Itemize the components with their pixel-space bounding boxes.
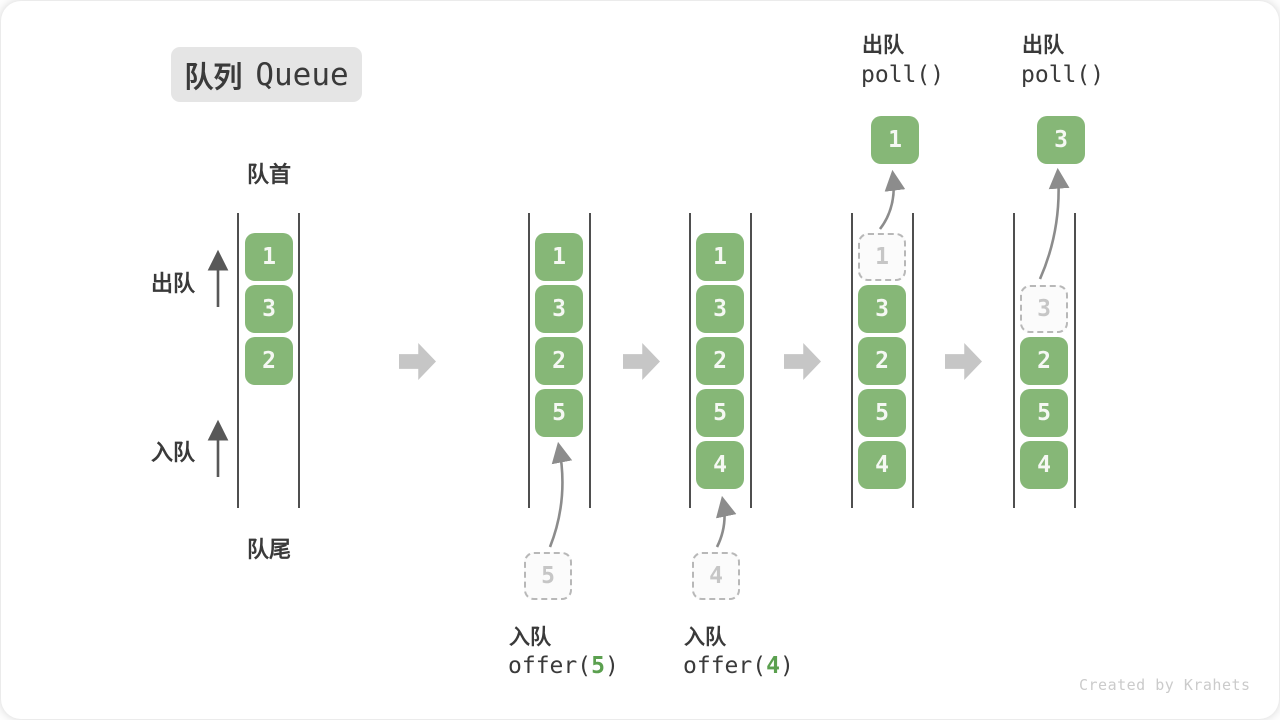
- code-text: ): [779, 653, 794, 679]
- dequeue2-action-label: 出队: [1022, 34, 1064, 57]
- queue-cell: 4: [696, 441, 744, 489]
- queue-cell: 4: [858, 441, 906, 489]
- dequeue-curve-arrow-icon: [1038, 167, 1070, 280]
- queue-cell: 5: [858, 389, 906, 437]
- dequeue-curve-arrow-icon: [878, 169, 906, 230]
- queue-cell: 5: [535, 389, 583, 437]
- ghost-cell: 1: [858, 233, 906, 281]
- queue-cell: 1: [696, 233, 744, 281]
- code-text: offer(: [683, 653, 767, 679]
- queue-rear-label: 队尾: [246, 537, 291, 562]
- enqueue5-action-label: 入队: [509, 626, 551, 649]
- incoming-cell: 4: [692, 552, 740, 600]
- queue-cell: 3: [245, 285, 293, 333]
- transition-arrow-icon: [945, 343, 982, 380]
- queue-wall-left: [237, 213, 239, 508]
- transition-arrow-icon: [784, 343, 821, 380]
- queue-wall-right: [1074, 213, 1076, 508]
- queue-cell: 2: [696, 337, 744, 385]
- incoming-cell: 5: [524, 552, 572, 600]
- queue-wall-left: [528, 213, 530, 508]
- queue-cell: 2: [535, 337, 583, 385]
- dequeue-side-label: 出队: [151, 271, 196, 296]
- queue-wall-right: [298, 213, 300, 508]
- queue-cell: 4: [1020, 441, 1068, 489]
- transition-arrow-icon: [399, 343, 436, 380]
- queue-cell: 2: [245, 337, 293, 385]
- enqueue5-code: offer(5): [508, 653, 619, 679]
- queue-wall-left: [1013, 213, 1015, 508]
- queue-cell: 2: [1020, 337, 1068, 385]
- dequeue1-code: poll(): [861, 62, 945, 88]
- code-arg: 4: [766, 653, 780, 679]
- enqueue-side-label: 入队: [151, 440, 196, 465]
- queue-wall-left: [851, 213, 853, 508]
- watermark: Created by Krahets: [1079, 676, 1251, 694]
- queue-wall-right: [750, 213, 752, 508]
- queue-front-label: 队首: [246, 162, 291, 187]
- queue-cell: 5: [696, 389, 744, 437]
- queue-wall-left: [689, 213, 691, 508]
- enqueue4-code: offer(4): [683, 653, 794, 679]
- queue-cell: 3: [858, 285, 906, 333]
- dequeue1-action-label: 出队: [862, 34, 904, 57]
- queue-cell: 2: [858, 337, 906, 385]
- code-text: offer(: [508, 653, 592, 679]
- enqueue4-action-label: 入队: [684, 626, 726, 649]
- dequeue-up-arrow-icon: [207, 249, 229, 307]
- title-zh: 队列: [184, 61, 243, 94]
- queue-cell: 3: [696, 285, 744, 333]
- dequeue2-code: poll(): [1021, 62, 1105, 88]
- queue-cell: 3: [535, 285, 583, 333]
- queue-wall-right: [589, 213, 591, 508]
- title-en: Queue: [255, 56, 349, 93]
- queue-cell: 1: [245, 233, 293, 281]
- enqueue-curve-arrow-icon: [715, 495, 737, 548]
- queue-cell: 1: [535, 233, 583, 281]
- transition-arrow-icon: [623, 343, 660, 380]
- ghost-cell: 3: [1020, 285, 1068, 333]
- code-text: ): [604, 653, 619, 679]
- queue-cell: 5: [1020, 389, 1068, 437]
- enqueue-up-arrow-icon: [207, 419, 229, 477]
- queue-wall-right: [912, 213, 914, 508]
- dequeued-cell: 1: [871, 116, 919, 164]
- enqueue-curve-arrow-icon: [548, 441, 573, 548]
- title-badge: 队列 Queue: [171, 47, 362, 102]
- code-arg: 5: [591, 653, 605, 679]
- dequeued-cell: 3: [1037, 116, 1085, 164]
